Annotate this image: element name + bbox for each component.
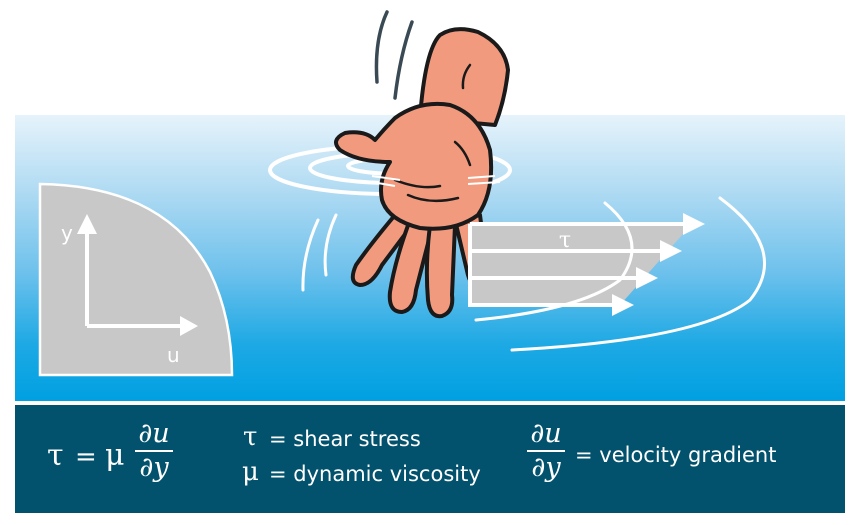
fraction-bar xyxy=(527,450,565,452)
motion-lines-icon xyxy=(374,10,414,100)
palm-creases-icon xyxy=(393,63,472,203)
velocity-profile: τ xyxy=(468,213,705,316)
y-axis-label: y xyxy=(61,221,73,245)
formula-equals: = xyxy=(75,442,97,472)
fraction-bar xyxy=(135,450,173,452)
formula-numerator: ∂u xyxy=(138,418,170,449)
legend-mu-text: = dynamic viscosity xyxy=(269,462,481,486)
coordinate-panel: y u xyxy=(38,182,234,377)
ripple-overlay-icon xyxy=(371,175,501,187)
gradient-denominator: ∂y xyxy=(531,452,561,483)
legend-gradient-text: = velocity gradient xyxy=(575,443,777,467)
legend-tau-text: = shear stress xyxy=(269,427,421,451)
gradient-numerator: ∂u xyxy=(530,418,562,449)
u-axis-label: u xyxy=(167,343,180,367)
viscosity-illustration: τ y u xyxy=(38,10,766,377)
formula-denominator: ∂y xyxy=(139,452,169,483)
legend-mu-symbol: μ xyxy=(242,457,259,487)
formula-tau: τ xyxy=(47,438,64,473)
formula-fraction: ∂u ∂y xyxy=(135,419,173,483)
gradient-fraction: ∂u ∂y xyxy=(527,419,565,483)
legend-tau-symbol: τ xyxy=(243,422,258,452)
formula-mu: μ xyxy=(105,438,125,473)
water-swirl-left-icon xyxy=(301,213,338,292)
shear-stress-label: τ xyxy=(559,228,571,253)
formula-bar: τ = μ ∂u ∂y τ = shear stress μ = dynamic… xyxy=(15,405,845,513)
water-swirl-right-icon xyxy=(474,196,766,352)
